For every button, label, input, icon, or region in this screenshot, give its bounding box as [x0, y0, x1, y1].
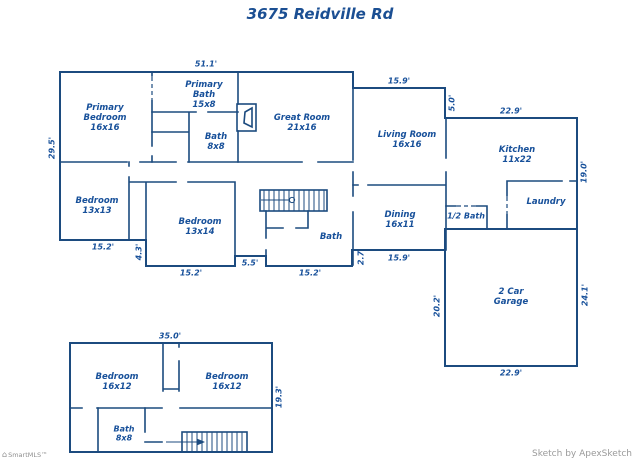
dim-kitchen-right: 19.0' [579, 160, 589, 184]
room-label-great-room: Great Room 21x16 [273, 112, 331, 133]
apexsketch-credit: Sketch by ApexSketch [532, 449, 632, 459]
dim-bottom-left: 15.2' [91, 242, 115, 252]
smartmls-logo: ⌂ SmartMLS™ [2, 450, 48, 460]
room-label-primary-bath: Primary Bath 15x8 [185, 79, 223, 111]
room-label-bedroom-upper-right: Bedroom 16x12 [205, 371, 249, 392]
main-stairs-icon [259, 189, 328, 212]
room-label-half-bath: 1/2 Bath [447, 211, 485, 221]
dim-bottom-mid: 15.2' [179, 268, 203, 278]
dim-dining-step: 2.7 [356, 250, 366, 266]
dim-garage-left: 20.2' [432, 294, 442, 318]
room-label-garage: 2 Car Garage [493, 286, 529, 307]
room-label-dining: Dining 16x11 [384, 209, 416, 230]
dim-garage-right: 24.1' [580, 283, 590, 307]
second-floor-outline [69, 342, 273, 453]
garage-area [444, 228, 578, 367]
dim-dining-bottom: 15.9' [387, 253, 411, 263]
dim-garage-bottom: 22.9' [499, 368, 523, 378]
second-floor-interior-walls [69, 342, 273, 453]
dim-notch: 4.3' [134, 243, 144, 261]
dim-upper-right: 19.3' [274, 385, 284, 409]
main-floor-interior-walls [59, 71, 578, 266]
dim-step-top: 15.9' [387, 76, 411, 86]
room-label-kitchen: Kitchen 11x22 [498, 144, 536, 165]
dim-left-side: 29.5' [47, 136, 57, 160]
page-title: 3675 Reidville Rd [246, 5, 394, 23]
dim-bath-bottom: 15.2' [298, 268, 322, 278]
lower-stairs-icon [166, 431, 248, 453]
house-icon: ⌂ [2, 450, 8, 459]
room-label-bedroom-13x13: Bedroom 13x13 [75, 195, 119, 216]
room-label-living-room: Living Room 16x16 [377, 129, 437, 150]
room-label-laundry: Laundry [526, 196, 566, 207]
room-label-bath-main: Bath 8x8 [204, 131, 228, 152]
dim-hall-step: 5.5' [241, 258, 259, 268]
dim-step-side: 5.0' [447, 94, 457, 112]
room-label-bedroom-13x14: Bedroom 13x14 [178, 216, 222, 237]
room-label-primary-bedroom: Primary Bedroom 16x16 [83, 102, 127, 134]
room-label-bedroom-upper-left: Bedroom 16x12 [95, 371, 139, 392]
fireplace-icon [236, 103, 257, 132]
dim-upper-top: 35.0' [158, 331, 182, 341]
room-label-bath-hall: Bath [319, 231, 343, 242]
dim-kitchen-top: 22.9' [499, 106, 523, 116]
dim-main-top: 51.1' [194, 59, 218, 69]
room-label-bath-upper: Bath 8x8 [113, 424, 135, 443]
